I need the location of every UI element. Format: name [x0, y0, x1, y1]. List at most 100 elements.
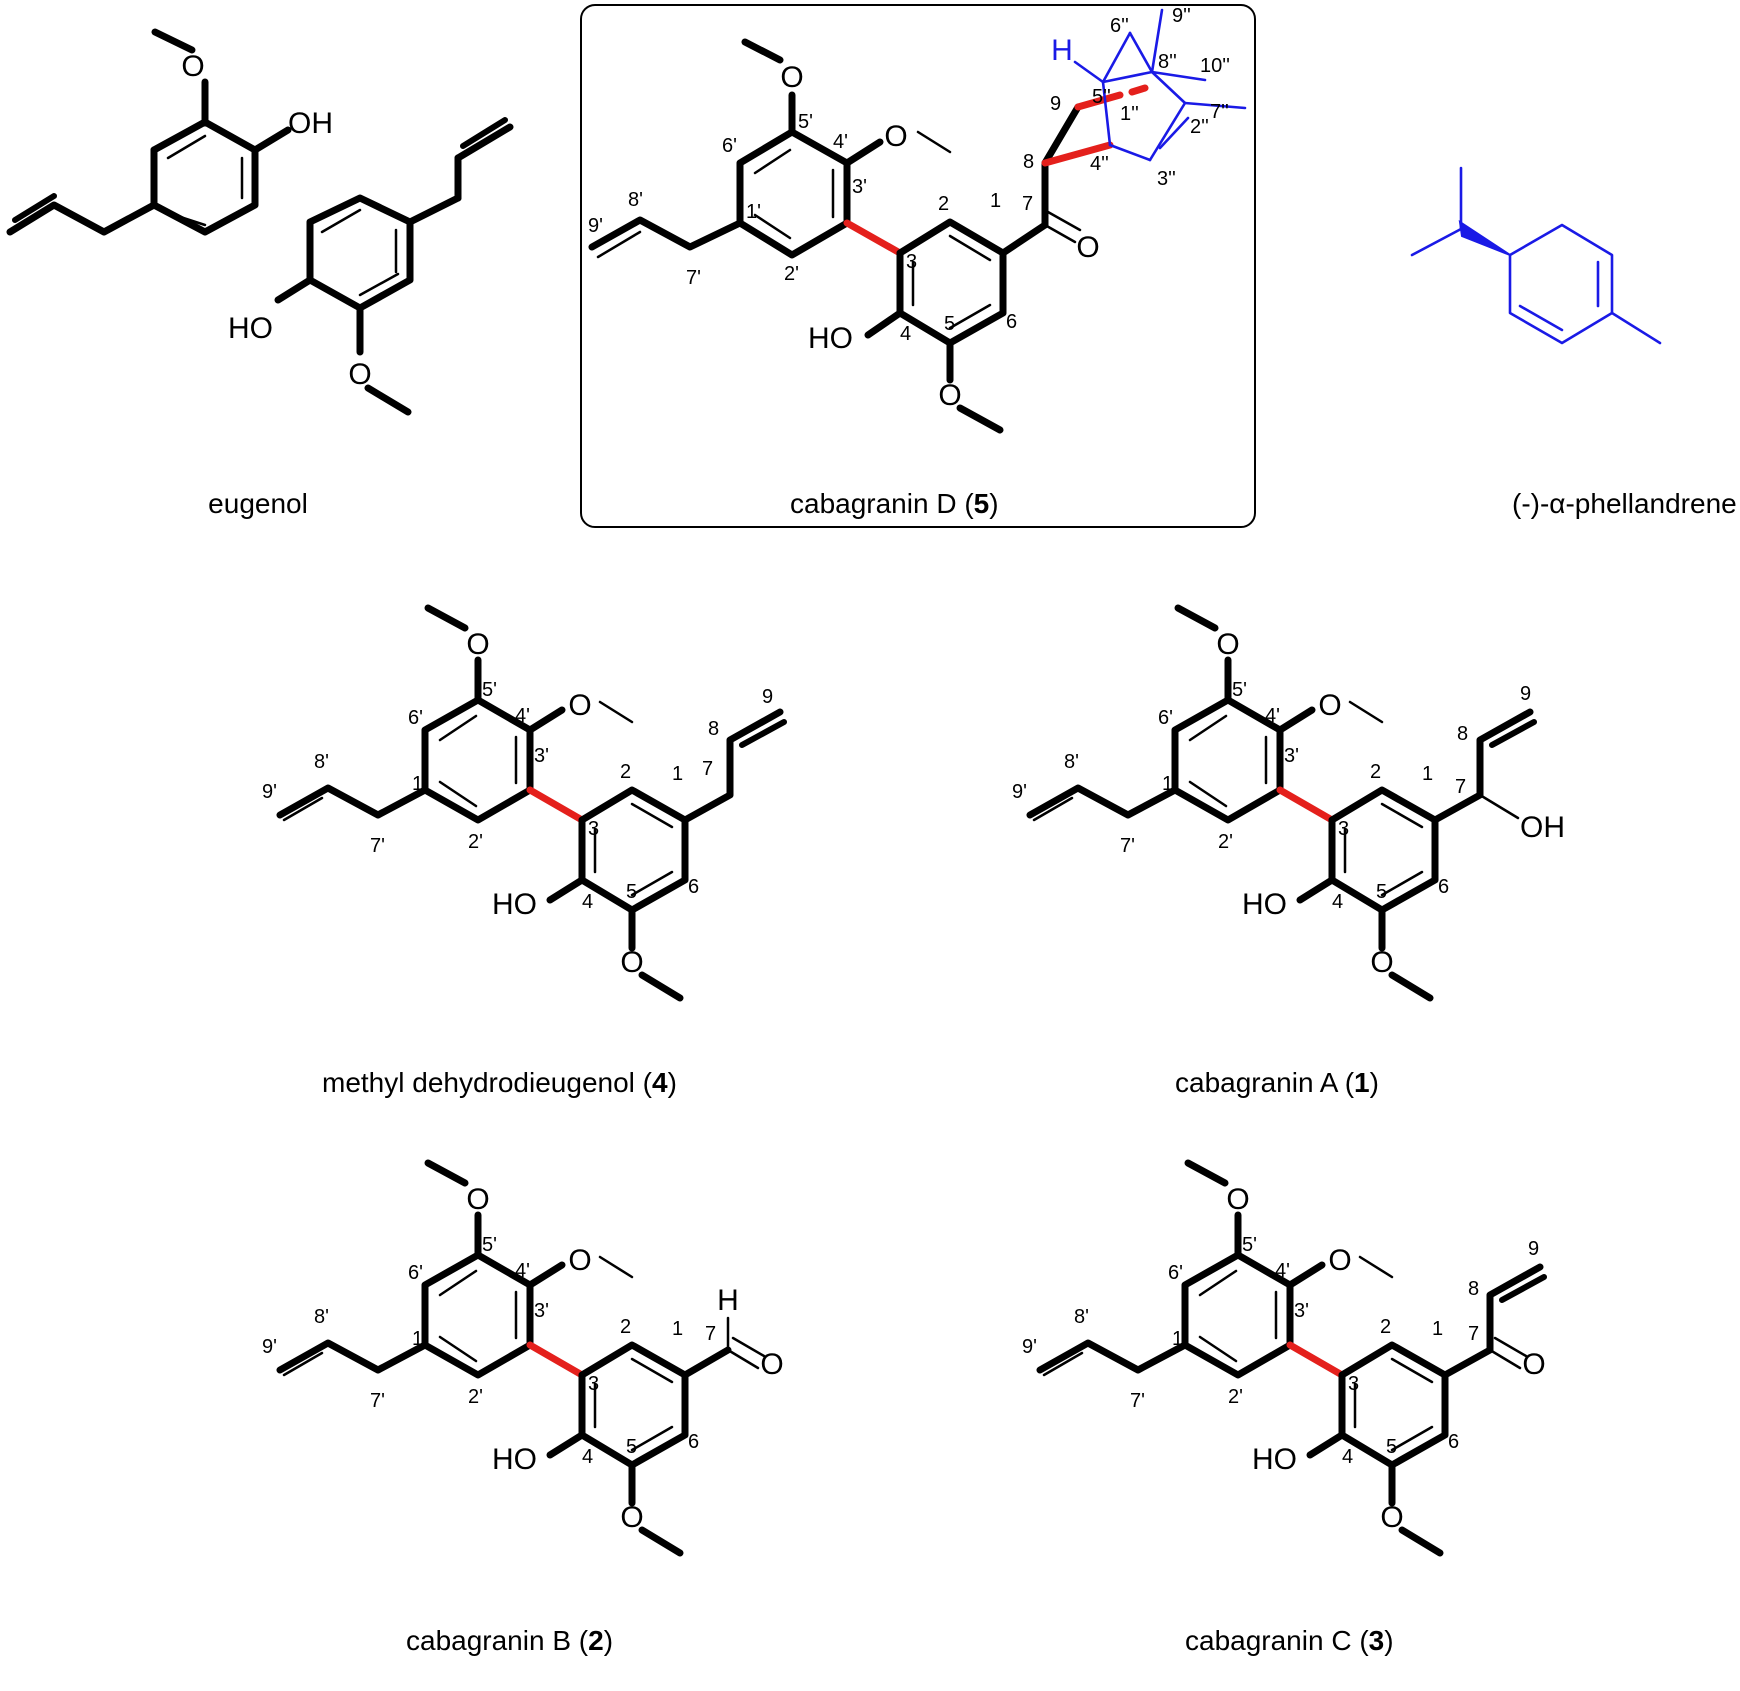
phellandrene-structure [1410, 166, 1662, 345]
caba-locant-3: 3 [1338, 818, 1349, 840]
mdde-locant-1: 1 [672, 763, 683, 785]
cabd-locant-10pp: 10'' [1200, 55, 1230, 77]
cabd-oxygen-5: O [938, 379, 961, 412]
cabd-locant-3pp: 3'' [1157, 168, 1176, 190]
caba-locant-4: 4 [1332, 891, 1343, 913]
cabb-locant-7p: 7' [370, 1390, 385, 1412]
cabd-locant-8p: 8' [628, 189, 643, 211]
caption-cabagranin-a: cabagranin A (1) [1175, 1067, 1379, 1098]
caba-locant-6p: 6' [1158, 707, 1173, 729]
mdde-locant-6: 6 [688, 876, 699, 898]
cabagranin-a-structure: O O HO O OH 1 2 3 4 5 6 7 8 9 1' 2' 3' 4… [1012, 604, 1565, 1002]
cabd-hydrogen: H [1051, 34, 1073, 67]
cabd-locant-3p: 3' [852, 176, 867, 198]
cabd-locant-7pp: 7'' [1210, 101, 1229, 123]
methyl-dehydrodieugenol-structure: O O HO O 1 2 3 4 5 6 7 8 9 1' 2' 3' 4' 5… [262, 604, 787, 1002]
cabc-locant-6p: 6' [1168, 1262, 1183, 1284]
cabc-locant-7: 7 [1468, 1323, 1479, 1345]
cabd-locant-9p: 9' [588, 215, 603, 237]
cabagranin-b-structure: O O HO O O H 1 2 3 4 5 6 7 1' 2' 3' 4' 5… [262, 1159, 784, 1557]
cabc-locant-8p: 8' [1074, 1306, 1089, 1328]
cabd-locant-7: 7 [1022, 193, 1033, 215]
mdde-locant-5: 5 [626, 881, 637, 903]
cabd-locant-6p: 6' [722, 135, 737, 157]
cabb-hydroxyl: HO [492, 1443, 537, 1476]
cabb-locant-1: 1 [672, 1318, 683, 1340]
cabd-locant-8pp: 8'' [1158, 51, 1177, 73]
caba-locant-2: 2 [1370, 761, 1381, 783]
cabc-locant-4: 4 [1342, 1446, 1353, 1468]
cabc-oxygen-5p: O [1226, 1183, 1249, 1216]
mdde-locant-8: 8 [708, 718, 719, 740]
cabb-locant-1p: 1' [412, 1328, 427, 1350]
cabagranin-c-structure: O O HO O O 1 2 3 4 5 6 7 8 9 1' 2' 3' 4'… [1022, 1159, 1547, 1557]
caba-locant-1p: 1' [1162, 773, 1177, 795]
caption-cabagranin-d: cabagranin D (5) [790, 488, 999, 519]
mdde-oxygen-4p: O [568, 689, 591, 722]
caption-methyl-dehydrodieugenol: methyl dehydrodieugenol (4) [322, 1067, 677, 1098]
caba-locant-7p: 7' [1120, 835, 1135, 857]
mdde-locant-9: 9 [762, 686, 773, 708]
caba-locant-6: 6 [1438, 876, 1449, 898]
cabb-aldehyde-oxygen: O [760, 1348, 783, 1381]
cabagranin-d-structure: O O HO O O H 1 2 3 4 5 6 7 8 9 1' 2' 3' … [588, 5, 1247, 434]
cabd-locant-9: 9 [1050, 93, 1061, 115]
caption-cabagranin-b: cabagranin B (2) [406, 1625, 613, 1656]
cabc-locant-9p: 9' [1022, 1336, 1037, 1358]
cabc-locant-2: 2 [1380, 1316, 1391, 1338]
cabc-oxygen-4p: O [1328, 1244, 1351, 1277]
cabb-locant-3: 3 [588, 1373, 599, 1395]
cabd-locant-2pp: 2'' [1190, 116, 1209, 138]
eugenol-structure-left: O OH [6, 28, 333, 236]
mdde-locant-7: 7 [702, 758, 713, 780]
mdde-locant-4p: 4' [515, 705, 530, 727]
cabc-locant-2p: 2' [1228, 1386, 1243, 1408]
mdde-locant-9p: 9' [262, 781, 277, 803]
cabb-locant-3p: 3' [534, 1300, 549, 1322]
cabc-locant-5p: 5' [1242, 1234, 1257, 1256]
cabd-locant-4pp: 4'' [1090, 153, 1109, 175]
cabd-locant-1: 1 [990, 190, 1001, 212]
cabd-locant-5pp: 5'' [1092, 86, 1111, 108]
eugenol2-hydroxyl-label: HO [228, 312, 273, 345]
caba-oxygen-5p: O [1216, 628, 1239, 661]
caption-phellandrene: (-)-α-phellandrene (6) [1512, 488, 1740, 519]
mdde-hydroxyl: HO [492, 888, 537, 921]
cabagranin-d-frame [580, 4, 1256, 528]
cabc-locant-9: 9 [1528, 1238, 1539, 1260]
cabd-locant-5p: 5' [798, 111, 813, 133]
caba-locant-9: 9 [1520, 683, 1531, 705]
caba-hydroxyl-side: OH [1520, 811, 1565, 844]
cabd-locant-1pp: 1'' [1120, 103, 1139, 125]
caba-oxygen-4p: O [1318, 689, 1341, 722]
cabd-locant-1p: 1' [746, 201, 761, 223]
cabc-locant-6: 6 [1448, 1431, 1459, 1453]
cabc-locant-4p: 4' [1275, 1260, 1290, 1282]
cabc-locant-1: 1 [1432, 1318, 1443, 1340]
eugenol-hydroxyl-label: OH [288, 107, 333, 140]
cabd-locant-6: 6 [1006, 311, 1017, 333]
cabd-locant-8: 8 [1023, 151, 1034, 173]
mdde-locant-2p: 2' [468, 831, 483, 853]
cabd-locant-2p: 2' [784, 263, 799, 285]
caba-locant-4p: 4' [1265, 705, 1280, 727]
caba-locant-1: 1 [1422, 763, 1433, 785]
cabc-oxygen-5: O [1380, 1501, 1403, 1534]
caption-eugenol: eugenol [208, 488, 308, 519]
cabd-hydroxyl: HO [808, 322, 853, 355]
cabb-oxygen-4p: O [568, 1244, 591, 1277]
cabb-locant-9p: 9' [262, 1336, 277, 1358]
cabd-locant-5: 5 [944, 313, 955, 335]
cabd-locant-6pp: 6'' [1110, 15, 1129, 37]
mdde-locant-4: 4 [582, 891, 593, 913]
cabc-carbonyl-oxygen: O [1522, 1348, 1545, 1381]
cabb-locant-2p: 2' [468, 1386, 483, 1408]
mdde-locant-5p: 5' [482, 679, 497, 701]
cabd-oxygen-4p: O [884, 120, 907, 153]
cabb-locant-5p: 5' [482, 1234, 497, 1256]
mdde-locant-3p: 3' [534, 745, 549, 767]
cabb-locant-6p: 6' [408, 1262, 423, 1284]
mdde-locant-1p: 1' [412, 773, 427, 795]
cabd-locant-9pp: 9'' [1172, 5, 1191, 27]
